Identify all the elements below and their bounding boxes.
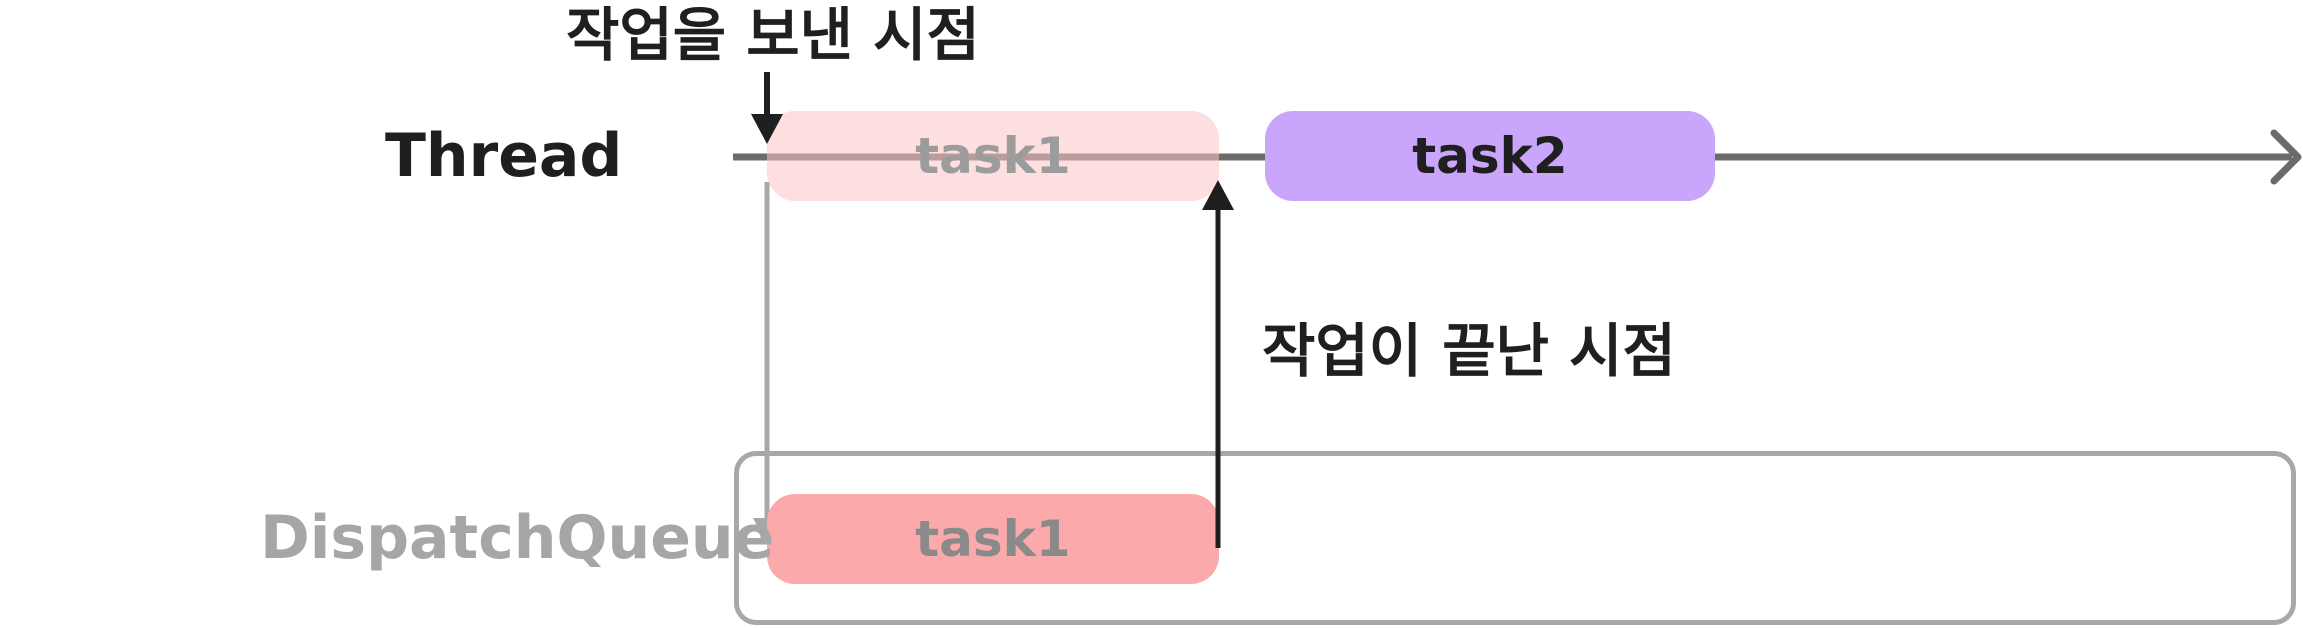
- queue-task1-label: task1: [915, 510, 1071, 568]
- thread-task1-label: task1: [915, 127, 1071, 185]
- thread-task2-label: task2: [1412, 127, 1568, 185]
- timeline-arrowhead: [2270, 129, 2302, 185]
- sent-arrow: [751, 72, 783, 144]
- thread-label: Thread: [385, 121, 623, 191]
- dispatch-queue-label: DispatchQueue: [260, 503, 775, 573]
- dispatch-queue-frame: [734, 451, 2296, 625]
- thread-task2-box: task2: [1265, 111, 1715, 201]
- queue-task1-box: task1: [767, 494, 1219, 584]
- done-time-label: 작업이 끝난 시점: [1262, 317, 1676, 385]
- thread-task1-box: task1: [767, 111, 1219, 201]
- sent-time-label: 작업을 보낸 시점: [566, 1, 980, 69]
- done-arrow: [1202, 180, 1234, 548]
